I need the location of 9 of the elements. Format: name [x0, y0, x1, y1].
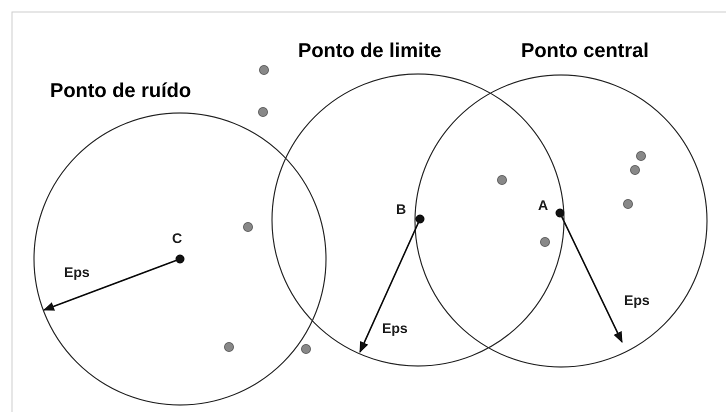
point-type-heading: Ponto central — [521, 40, 649, 63]
radius-label: Eps — [382, 320, 408, 336]
point-type-heading: Ponto de ruído — [50, 80, 192, 103]
radius-label: Eps — [64, 264, 90, 280]
point-letter: C — [172, 230, 182, 246]
point-letter: A — [538, 197, 548, 213]
radius-label: Eps — [624, 292, 650, 308]
point-letter: B — [396, 201, 406, 217]
point-type-heading: Ponto de limite — [298, 40, 442, 63]
